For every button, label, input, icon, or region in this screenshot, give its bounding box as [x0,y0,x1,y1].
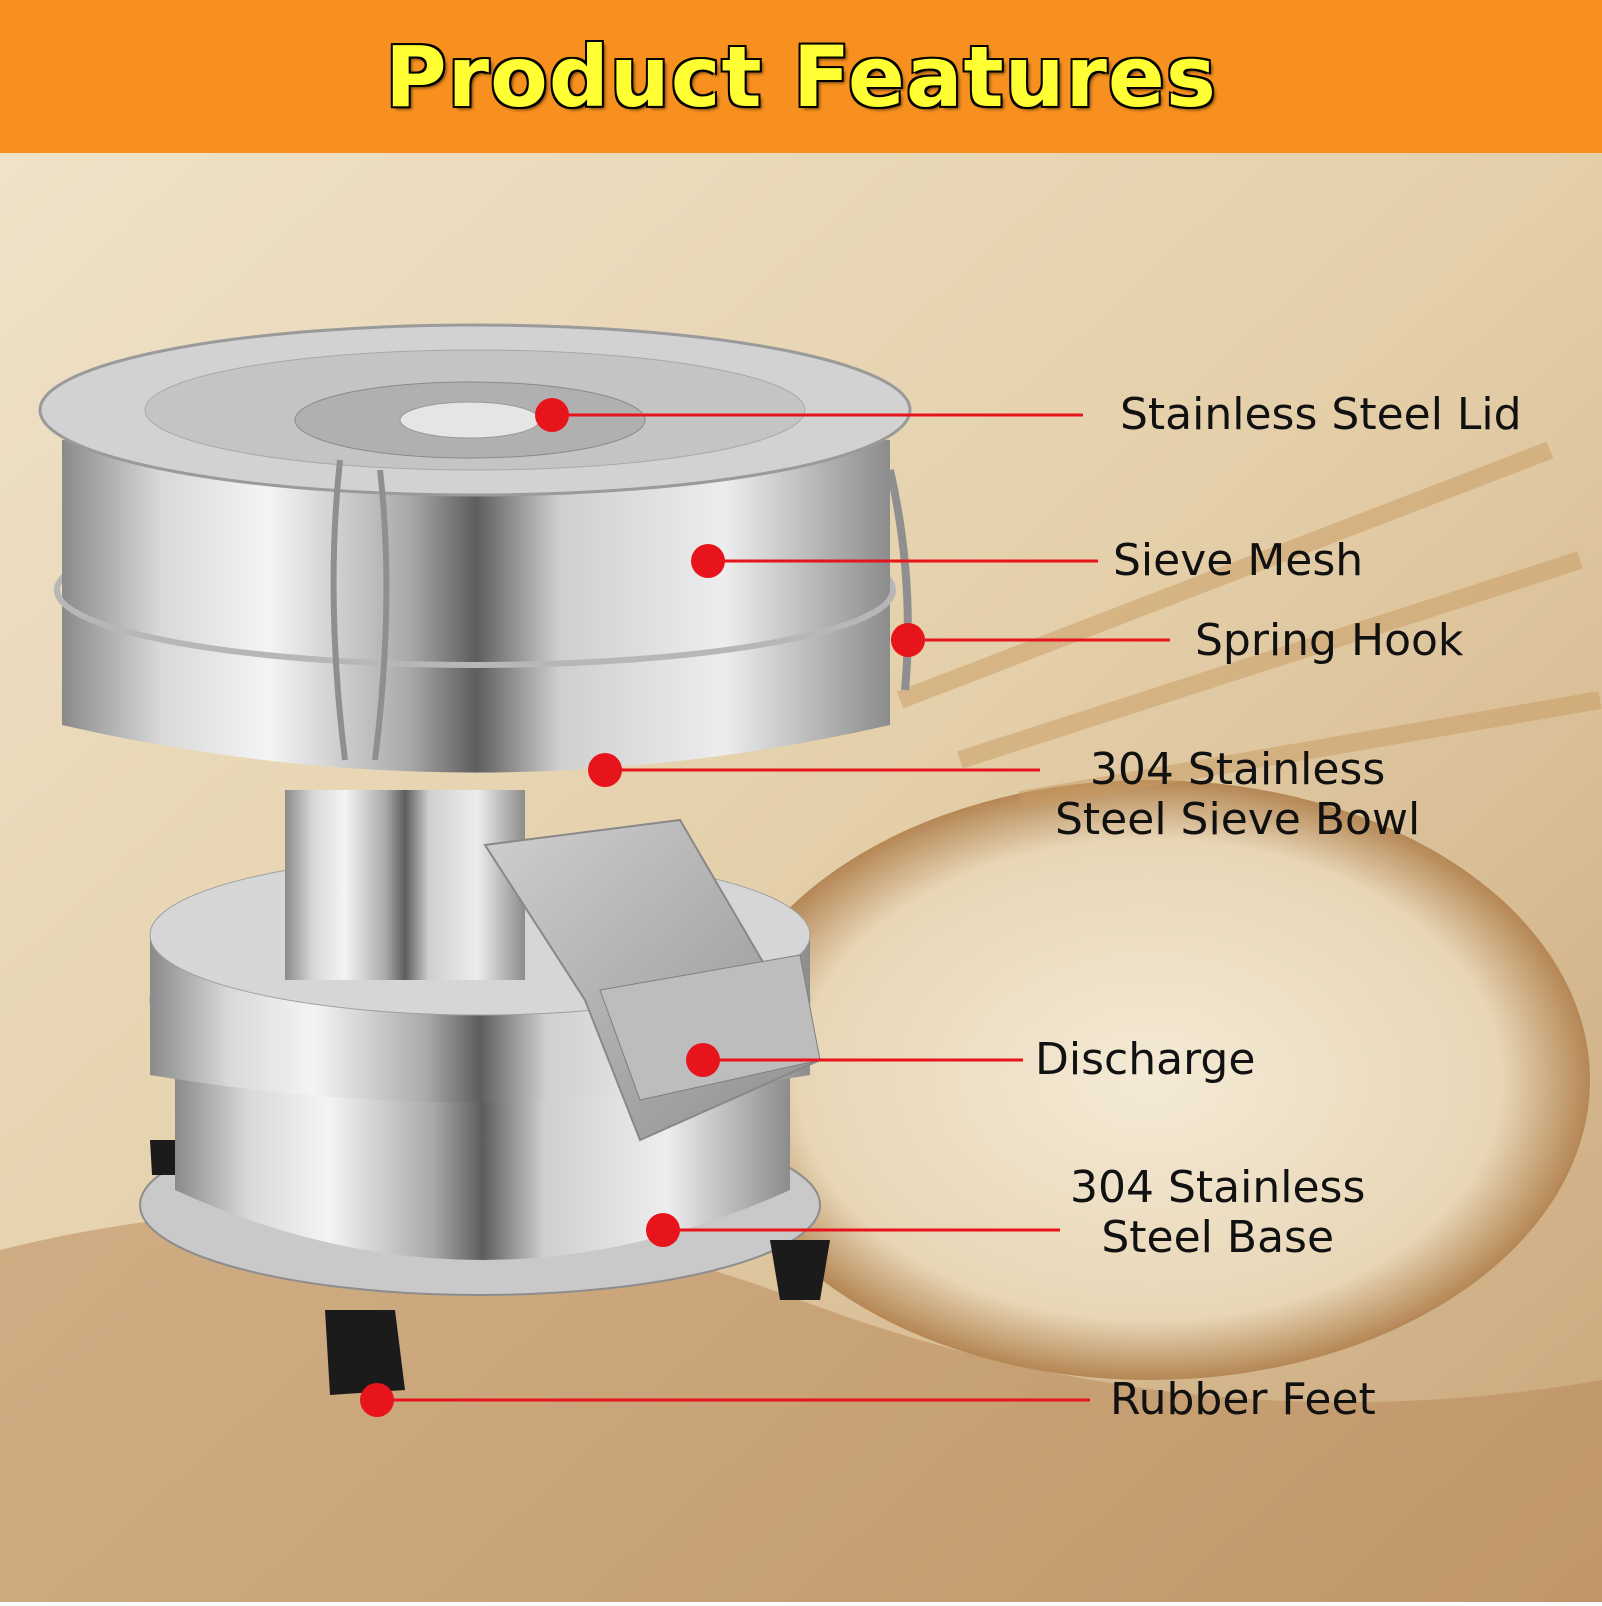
label-discharge: Discharge [1035,1034,1256,1085]
page-title: Product Features [385,27,1217,126]
product-scene [0,153,1602,1602]
label-sieve-bowl-line1: 304 Stainless [1089,744,1386,795]
callout-dot-feet [360,1383,394,1417]
neck-column [285,790,525,980]
label-sieve-mesh: Sieve Mesh [1113,535,1364,586]
lid-inlet [399,401,541,439]
callout-dot-hook [891,623,925,657]
callout-markers [360,398,1170,1417]
callout-dot-discharge [686,1043,720,1077]
label-sieve-bowl: 304 Stainless Steel Sieve Bowl [1055,745,1420,845]
label-steel-base-line2: Steel Base [1101,1212,1335,1263]
wheat-stalks [896,441,1602,809]
sieve-bowl [62,590,890,773]
callout-dot-lid [535,398,569,432]
label-sieve-bowl-line2: Steel Sieve Bowl [1055,794,1421,845]
label-steel-base: 304 Stainless Steel Base [1070,1163,1365,1263]
label-spring-hook: Spring Hook [1195,615,1464,666]
rubber-foot-right [770,1240,830,1300]
label-rubber-feet: Rubber Feet [1110,1374,1376,1425]
label-stainless-steel-lid: Stainless Steel Lid [1120,389,1522,440]
callout-dot-mesh [691,544,725,578]
callout-dot-base [646,1213,680,1247]
product-illustration [0,153,1602,1602]
wooden-spoon-shape [0,1210,1602,1602]
spring-hook-left [330,459,390,761]
label-steel-base-line1: 304 Stainless [1070,1162,1366,1213]
header-banner: Product Features [0,0,1602,153]
callout-dot-bowl [588,753,622,787]
spring-hook-right [886,469,912,691]
sieve-mesh-ring [62,440,890,628]
rubber-foot-front [325,1310,405,1395]
